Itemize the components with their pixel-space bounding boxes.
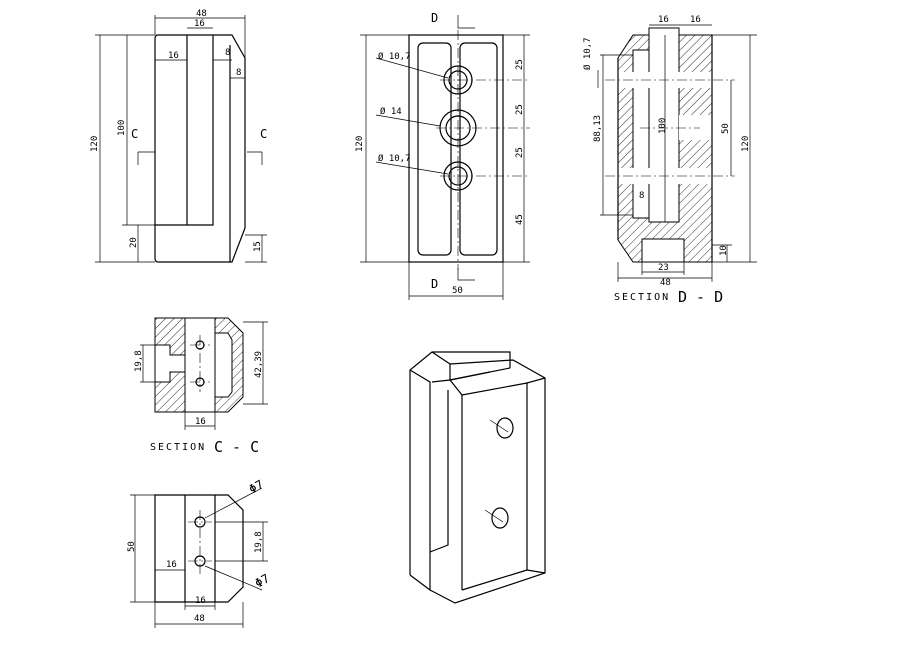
dim-gap: 19,8: [134, 350, 144, 372]
dim-height: 50: [127, 541, 137, 552]
dim-width: 50: [452, 286, 463, 296]
dim-slot-depth: 100: [658, 118, 668, 134]
dim-bottom: 45: [515, 214, 525, 225]
dim-height: 42,39: [254, 351, 264, 378]
dim-base: 20: [129, 237, 139, 248]
dim-width: 48: [196, 9, 207, 19]
dim-slot-top: 16: [194, 19, 205, 29]
section-id: D - D: [678, 288, 723, 306]
dim-left: 16: [168, 51, 179, 61]
section-c-c: 19,8 42,39 16 SECTION C - C: [134, 317, 268, 456]
dim-pitch: 50: [721, 123, 731, 134]
dim-left: 16: [166, 560, 177, 570]
section-id: C - C: [214, 438, 259, 456]
dim-pitch-3: 25: [515, 147, 525, 158]
dim-height: 120: [741, 136, 751, 152]
dim-slot: 16: [195, 596, 206, 606]
section-mark-d-bottom: D: [431, 277, 438, 291]
dim-slot-1: 16: [658, 15, 669, 25]
dim-slot-2: 16: [690, 15, 701, 25]
dim-depth: 88,13: [593, 115, 603, 142]
dim-foot: 10: [719, 245, 729, 256]
dim-wall: 8: [639, 191, 644, 201]
dim-slot-depth: 100: [117, 120, 127, 136]
dim-right-a: 8: [225, 48, 230, 58]
dim-width: 48: [660, 278, 671, 288]
isometric-view: [409, 351, 546, 604]
hole-label-2: Ø 14: [380, 106, 402, 117]
hole-label-1: Ø 10,7: [378, 51, 411, 62]
hole-label-3: Ø 10,7: [378, 153, 411, 164]
dim-height: 120: [355, 136, 365, 152]
dim-groove: 23: [658, 263, 669, 273]
section-title: SECTION: [614, 292, 670, 303]
dim-pitch: 19,8: [254, 531, 264, 553]
section-mark-d-top: D: [431, 11, 438, 25]
section-title: SECTION: [150, 442, 206, 453]
section-mark-c-left: C: [131, 127, 138, 141]
dim-pitch-2: 25: [515, 104, 525, 115]
section-mark-c-right: C: [260, 127, 267, 141]
hole-label-bottom: Φ7: [253, 571, 273, 590]
front-view: 48 16 16 8 8 120 100 20 15 C C: [90, 9, 267, 263]
dim-chamfer: 15: [253, 241, 263, 252]
section-d-d: Ø 10,7 16 16 88,13 100 50 120 8 10 23 48…: [582, 15, 757, 306]
dim-width: 48: [194, 614, 205, 624]
dim-slot: 16: [195, 417, 206, 427]
dim-right-b: 8: [236, 68, 241, 78]
hole-label-top: Φ7: [247, 477, 267, 496]
bottom-view: 50 16 16 48 19,8 Φ7 Φ7: [127, 477, 272, 628]
dim-hole: Ø 10,7: [582, 37, 593, 70]
dim-height: 120: [90, 136, 100, 152]
top-view: Ø 10,7 Ø 14 Ø 10,7 120 50 25 25 25 45 D …: [355, 11, 530, 300]
dim-pitch-1: 25: [515, 59, 525, 70]
